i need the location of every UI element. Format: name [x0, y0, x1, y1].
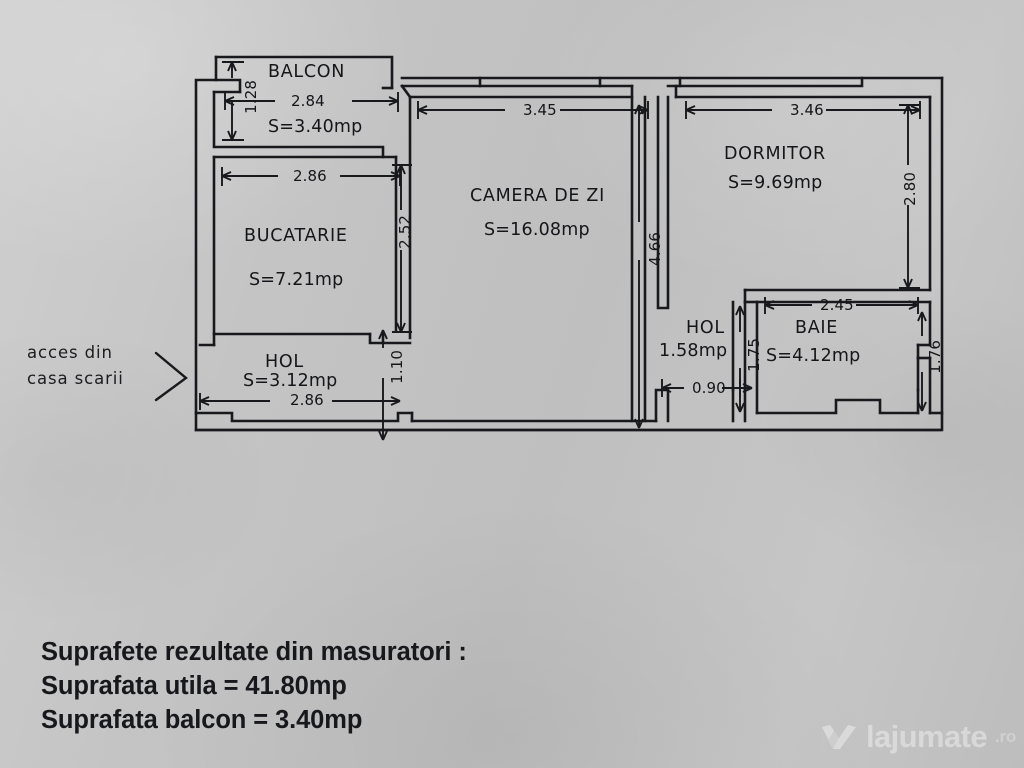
room-area-hol-intrare: S=3.12mp	[243, 371, 338, 391]
dimension-baie-depth: 1.76	[926, 340, 944, 374]
dimension-usa-baie-width: 0.90	[692, 379, 726, 397]
dimension-camera-depth: 4.66	[646, 232, 664, 266]
room-area-dormitor: S=9.69mp	[728, 173, 823, 193]
room-label-balcon: BALCON	[268, 62, 346, 82]
summary-utila: Suprafata utila = 41.80mp	[41, 671, 347, 700]
room-label-camera-de-zi: CAMERA DE ZI	[470, 186, 605, 206]
room-label-dormitor: DORMITOR	[724, 144, 826, 164]
dimension-dormitor-depth: 2.80	[901, 172, 919, 206]
room-label-baie: BAIE	[795, 318, 838, 338]
room-area-camera-de-zi: S=16.08mp	[484, 220, 590, 240]
room-area-baie: S=4.12mp	[766, 346, 861, 366]
dimension-hol-baie-depth: 1.75	[745, 338, 763, 372]
summary-block: Suprafete rezultate din masuratori : Sup…	[41, 636, 467, 738]
dimension-bucatarie-width: 2.86	[293, 167, 327, 185]
room-label-hol-intrare: HOL	[265, 352, 304, 372]
dimension-hol-width: 2.86	[290, 391, 324, 409]
room-area-hol-baie: 1.58mp	[659, 341, 728, 361]
room-area-bucatarie: S=7.21mp	[249, 270, 344, 290]
dimension-hol-door-width: 1.10	[388, 350, 406, 384]
access-note-line2: casa scarii	[27, 368, 124, 388]
dimension-bucatarie-depth: 2.52	[396, 215, 414, 249]
dimension-balcon-width: 2.84	[291, 92, 325, 110]
room-area-balcon: S=3.40mp	[268, 117, 363, 137]
summary-heading: Suprafete rezultate din masuratori :	[41, 638, 467, 666]
lajumate-logo-icon	[822, 725, 856, 749]
watermark: lajumate .ro	[820, 719, 1016, 755]
access-note-line1: acces din	[27, 343, 113, 362]
room-label-hol-baie: HOL	[686, 318, 725, 338]
watermark-brand: lajumate	[866, 719, 988, 754]
summary-balcon: Suprafata balcon = 3.40mp	[41, 705, 363, 734]
access-arrow-icon	[154, 351, 188, 402]
dimension-camera-width: 3.45	[523, 101, 557, 119]
dimension-balcon-depth: 1.28	[242, 80, 260, 114]
dimension-baie-width: 2.45	[820, 296, 854, 314]
room-label-bucatarie: BUCATARIE	[244, 226, 348, 246]
dimension-dormitor-width: 3.46	[790, 101, 824, 119]
watermark-tld: .ro	[994, 727, 1017, 746]
access-note: acces din casa scarii	[27, 340, 124, 391]
